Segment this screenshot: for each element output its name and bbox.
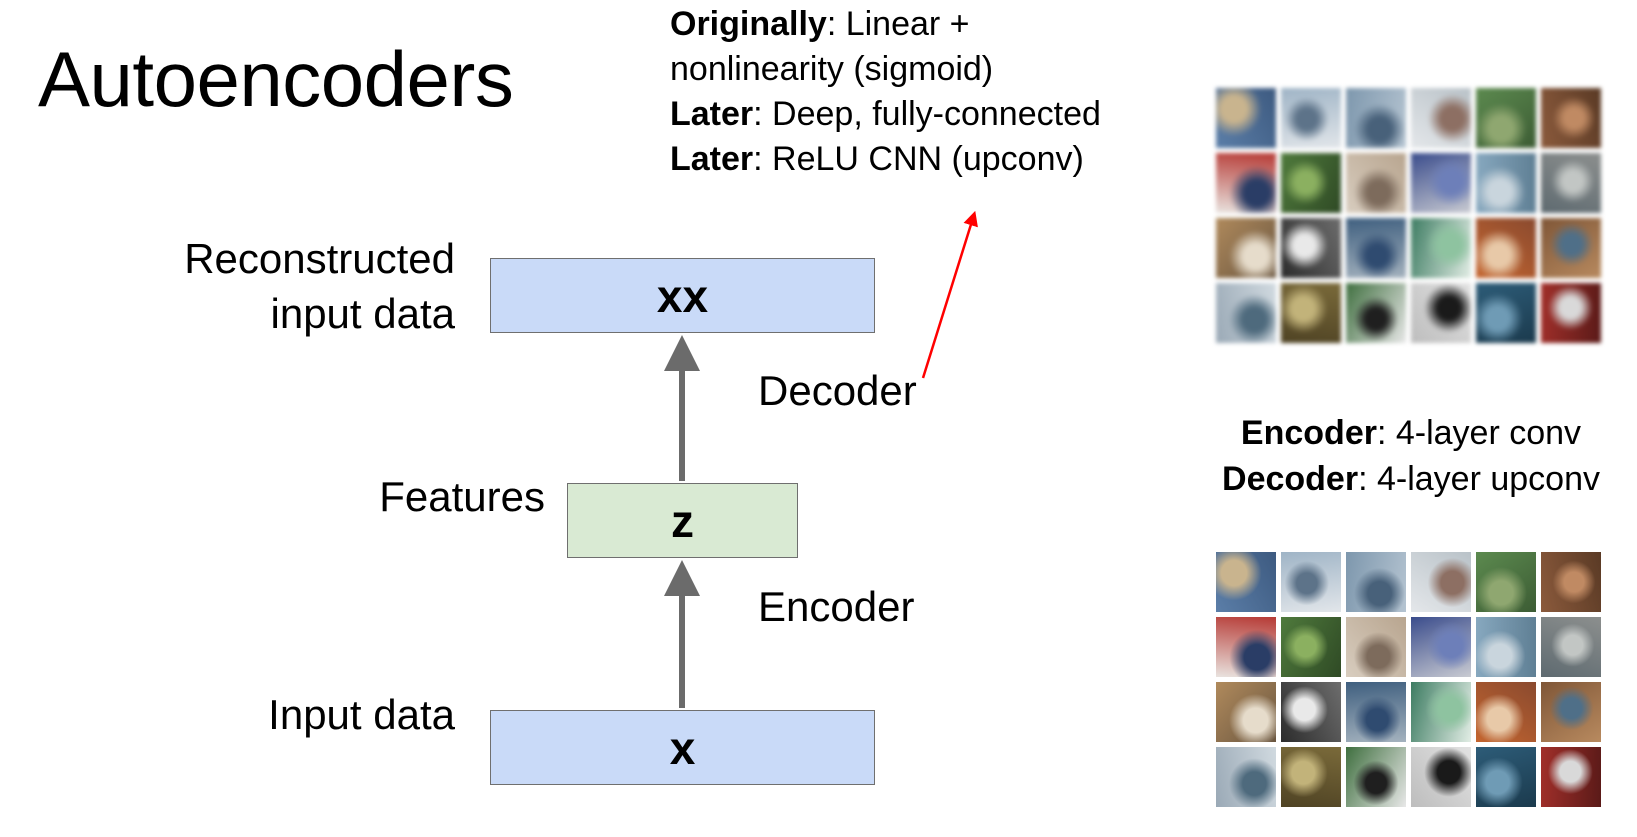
original-image-tile [1216,617,1276,677]
reconstructed-image-tile [1541,153,1601,213]
original-image-tile [1411,682,1471,742]
reconstructed-image-grid [1216,88,1601,343]
note-line-1: Originally: Linear + [670,2,1101,47]
reconstructed-image-tile [1346,153,1406,213]
reconstructed-image-tile [1541,88,1601,148]
original-image-tile [1541,682,1601,742]
reconstructed-image-tile [1476,283,1536,343]
note-line-4: Later: ReLU CNN (upconv) [670,137,1101,182]
reconstructed-image-tile [1216,153,1276,213]
original-image-grid [1216,552,1601,807]
note-bold-3: Later [670,95,754,133]
original-image-tile [1281,552,1341,612]
original-image-tile [1541,747,1601,807]
reconstructed-image-tile [1216,218,1276,278]
reconstructed-label-line-2: input data [270,289,456,337]
note-text-2: nonlinearity (sigmoid) [670,50,994,88]
original-image-tile [1346,552,1406,612]
reconstructed-image-tile [1411,218,1471,278]
note-line-2: nonlinearity (sigmoid) [670,47,1101,92]
original-image-tile [1216,552,1276,612]
caption-encoder-line: Encoder: 4-layer conv [1185,410,1637,456]
original-image-tile [1216,747,1276,807]
original-image-tile [1476,552,1536,612]
reconstructed-input-label: Reconstructed input data [184,232,455,341]
reconstructed-image-tile [1281,88,1341,148]
note-bold-1: Originally [670,5,827,43]
original-image-tile [1281,617,1341,677]
reconstructed-image-tile [1346,88,1406,148]
reconstructed-image-tile [1281,283,1341,343]
original-image-tile [1216,682,1276,742]
original-image-tile [1476,682,1536,742]
original-image-tile [1541,617,1601,677]
original-image-tile [1346,747,1406,807]
reconstructed-image-tile [1476,218,1536,278]
original-image-tile [1541,552,1601,612]
caption-encoder-bold: Encoder [1240,414,1377,452]
original-image-tile [1281,747,1341,807]
features-box: z [567,483,798,558]
reconstructed-image-tile [1476,153,1536,213]
reconstructed-image-tile [1281,218,1341,278]
note-text-3: : Deep, fully-connected [753,95,1101,133]
architecture-notes: Originally: Linear + nonlinearity (sigmo… [670,2,1101,182]
reconstructed-image-tile [1216,283,1276,343]
caption-decoder-text: : 4-layer upconv [1358,460,1600,498]
reconstructed-image-tile [1476,88,1536,148]
reconstructed-image-tile [1216,88,1276,148]
note-text-1: : Linear + [826,5,970,43]
reconstructed-image-tile [1281,153,1341,213]
original-image-tile [1281,682,1341,742]
original-image-tile [1411,617,1471,677]
input-box: x [490,710,875,785]
reconstructed-image-tile [1541,218,1601,278]
decoder-label: Decoder [758,367,917,414]
caption-decoder-line: Decoder: 4-layer upconv [1185,456,1637,502]
encoder-label: Encoder [758,583,915,630]
note-bold-4: Later [670,140,754,178]
original-image-tile [1411,552,1471,612]
features-label: Features [379,473,545,520]
reconstructed-image-tile [1541,283,1601,343]
original-image-tile [1476,617,1536,677]
slide-title: Autoencoders [38,35,514,123]
model-caption: Encoder: 4-layer conv Decoder: 4-layer u… [1185,410,1637,502]
reconstructed-image-tile [1411,153,1471,213]
original-image-tile [1346,617,1406,677]
reconstructed-box: xx [490,258,875,333]
reconstructed-image-tile [1411,283,1471,343]
note-line-3: Later: Deep, fully-connected [670,92,1101,137]
caption-encoder-text: : 4-layer conv [1376,414,1582,452]
original-image-tile [1476,747,1536,807]
red-pointer-arrow [921,210,978,379]
original-image-tile [1411,747,1471,807]
reconstructed-label-line-1: Reconstructed [184,235,455,282]
note-text-4: : ReLU CNN (upconv) [753,140,1084,178]
reconstructed-image-tile [1346,218,1406,278]
caption-decoder-bold: Decoder [1222,460,1359,498]
reconstructed-image-tile [1411,88,1471,148]
reconstructed-image-tile [1346,283,1406,343]
input-data-label: Input data [268,691,455,738]
original-image-tile [1346,682,1406,742]
